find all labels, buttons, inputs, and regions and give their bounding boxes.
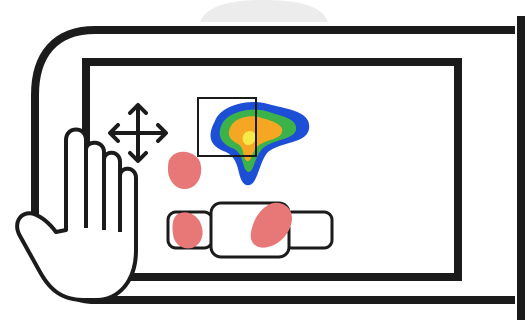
backdrop-shape [200, 0, 328, 22]
touch-blob [168, 152, 201, 189]
